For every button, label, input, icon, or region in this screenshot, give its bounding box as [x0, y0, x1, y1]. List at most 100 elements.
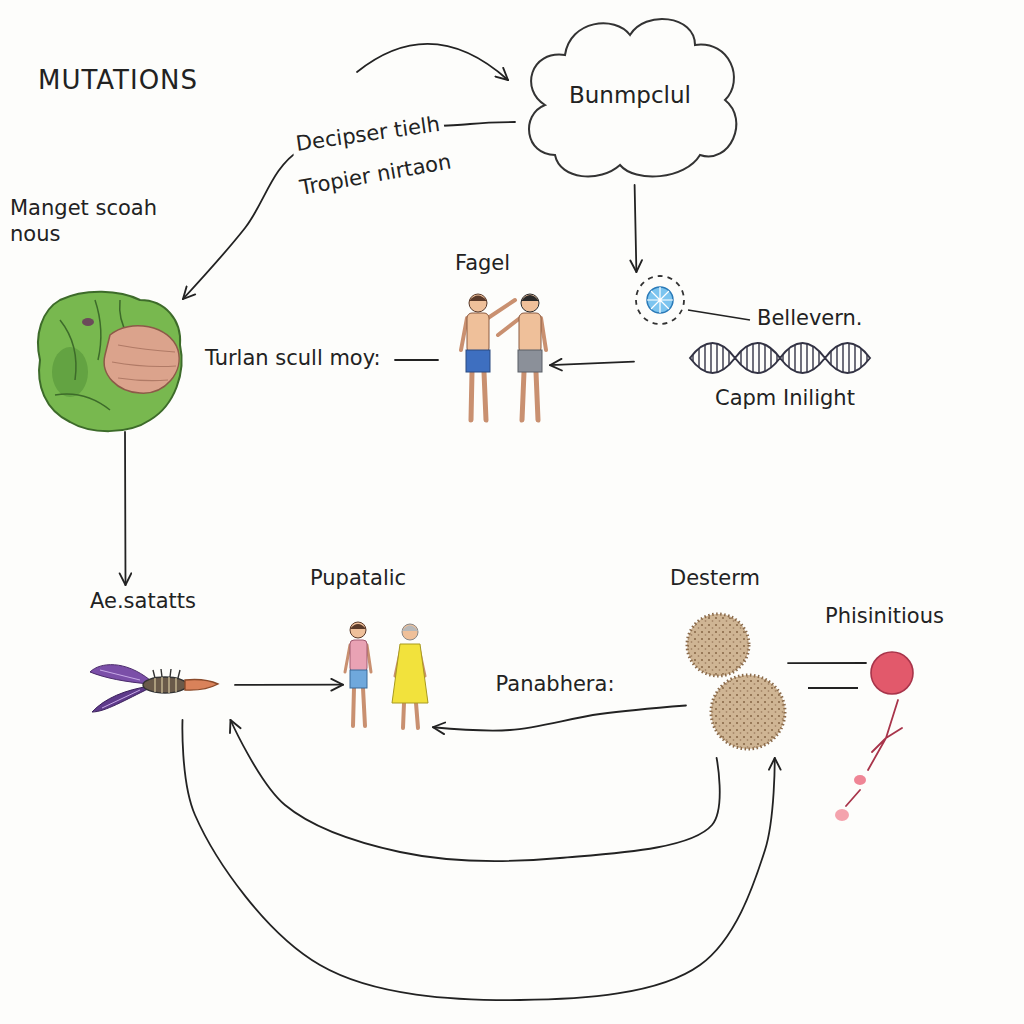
person-head: [469, 294, 487, 312]
person-legs: [353, 688, 365, 726]
connector-group: [125, 122, 866, 1000]
text-slot: Desterm: [670, 565, 760, 591]
text-slot: Manget scoah nous: [10, 195, 200, 248]
pink-blob: [854, 775, 866, 785]
dna-illustration: [690, 343, 870, 373]
text-slot: Ae.satatts: [90, 588, 196, 614]
person-torso: [519, 313, 541, 353]
leader-line: [688, 310, 750, 320]
insect-body: [143, 677, 187, 693]
person-hair: [469, 296, 487, 302]
bulb-lines: [112, 345, 176, 381]
connector-arrow: [231, 720, 720, 861]
virus-ring: [636, 276, 684, 324]
cabbage-bulb: [104, 326, 179, 393]
person-shirt: [350, 640, 367, 672]
pollen-illustration: [687, 614, 785, 749]
person-hair: [521, 295, 539, 301]
node-label: Pupatalic: [310, 565, 406, 591]
note-slot: Tropier nirtaon: [298, 149, 453, 201]
cloud-label: Bunmpclul: [569, 81, 691, 110]
connector-arrow: [235, 684, 343, 686]
note-label: Turlan scull moy:: [205, 345, 381, 371]
note-slot: Turlan scull moy:: [205, 345, 395, 371]
insect-illustration: [90, 665, 218, 712]
pollen-grain: [687, 614, 749, 676]
edge-label: Panabhera:: [492, 671, 619, 697]
person-head: [402, 624, 418, 640]
virus-core: [647, 287, 673, 313]
connector-arrow: [788, 662, 866, 664]
cell-node: Phisinitious: [866, 648, 918, 698]
insect-tail: [185, 680, 218, 691]
virus-dna-node: Bellevern.Capm Inilight: [634, 272, 874, 380]
people-node: Pupatalic: [343, 618, 433, 733]
text-slot: Phisinitious: [825, 603, 944, 629]
diagram-title: MUTATIONS: [38, 64, 198, 97]
pollen-texture: [712, 676, 784, 748]
text-slot: Bunmpclul: [515, 81, 745, 110]
person-torso: [467, 313, 489, 353]
cell-illustration: [808, 652, 913, 821]
connector-arrow: [182, 720, 774, 1000]
red-cell: [871, 652, 913, 694]
pollen-grain: [711, 675, 785, 749]
person-shorts: [518, 350, 542, 372]
node-label: Capm Inilight: [715, 385, 855, 411]
people-node: Fagel: [450, 292, 550, 430]
connector-arrow: [124, 432, 126, 585]
cloud-node: Bunmpclul: [515, 5, 745, 185]
person-shorts: [350, 670, 367, 688]
node-label: Manget scoah nous: [10, 195, 200, 248]
cabbage-illustration: [38, 292, 182, 431]
edge-label-slot: Decipser tielh: [290, 110, 445, 157]
person-head: [521, 294, 539, 312]
virus-illustration: [636, 276, 750, 324]
insect-node: Ae.satatts: [85, 585, 235, 720]
title-slot: MUTATIONS: [38, 64, 198, 97]
pollen-texture: [688, 615, 748, 675]
connector-arrow: [550, 362, 634, 366]
person-legs: [471, 372, 486, 420]
double-line: [808, 687, 858, 689]
pollen-node: Desterm: [686, 608, 788, 758]
person-shorts: [466, 350, 490, 372]
node-label: Bellevern.: [757, 305, 863, 331]
text-slot: Fagel: [455, 250, 510, 276]
branch-figure: [846, 700, 902, 806]
edge-label-slot: Panabhera:: [492, 671, 619, 697]
cabbage-spot: [82, 318, 94, 326]
cabbage-node: Manget scoah nous: [38, 292, 183, 432]
person-legs: [403, 703, 418, 728]
node-label: Phisinitious: [825, 603, 944, 629]
text-slot: Bellevern.: [757, 305, 863, 331]
people-illustration: [461, 294, 546, 420]
virus-rays: [647, 287, 673, 313]
people-illustration: [345, 622, 428, 728]
insect-wing: [90, 665, 150, 684]
node-label: Fagel: [455, 250, 510, 276]
person-hair: [350, 624, 366, 629]
node-label: Ae.satatts: [90, 588, 196, 614]
cabbage-leaves: [38, 292, 182, 431]
connector-arrow: [433, 706, 686, 731]
edge-label: Decipser tielh: [290, 110, 445, 157]
dna-helix: [690, 343, 870, 373]
body-stripes: [155, 677, 176, 693]
person-legs: [522, 372, 538, 420]
cloud-outline: [529, 19, 736, 177]
person-hair: [402, 626, 418, 632]
pink-blob: [835, 809, 849, 821]
cabbage-leaf: [52, 347, 88, 397]
curved-arrow: [357, 44, 508, 80]
node-label: Desterm: [670, 565, 760, 591]
text-slot: Capm Inilight: [715, 385, 855, 411]
person-dress: [392, 644, 428, 703]
connector-arrow: [635, 185, 637, 272]
leader-line: [395, 359, 438, 361]
wing-veins: [100, 670, 140, 708]
